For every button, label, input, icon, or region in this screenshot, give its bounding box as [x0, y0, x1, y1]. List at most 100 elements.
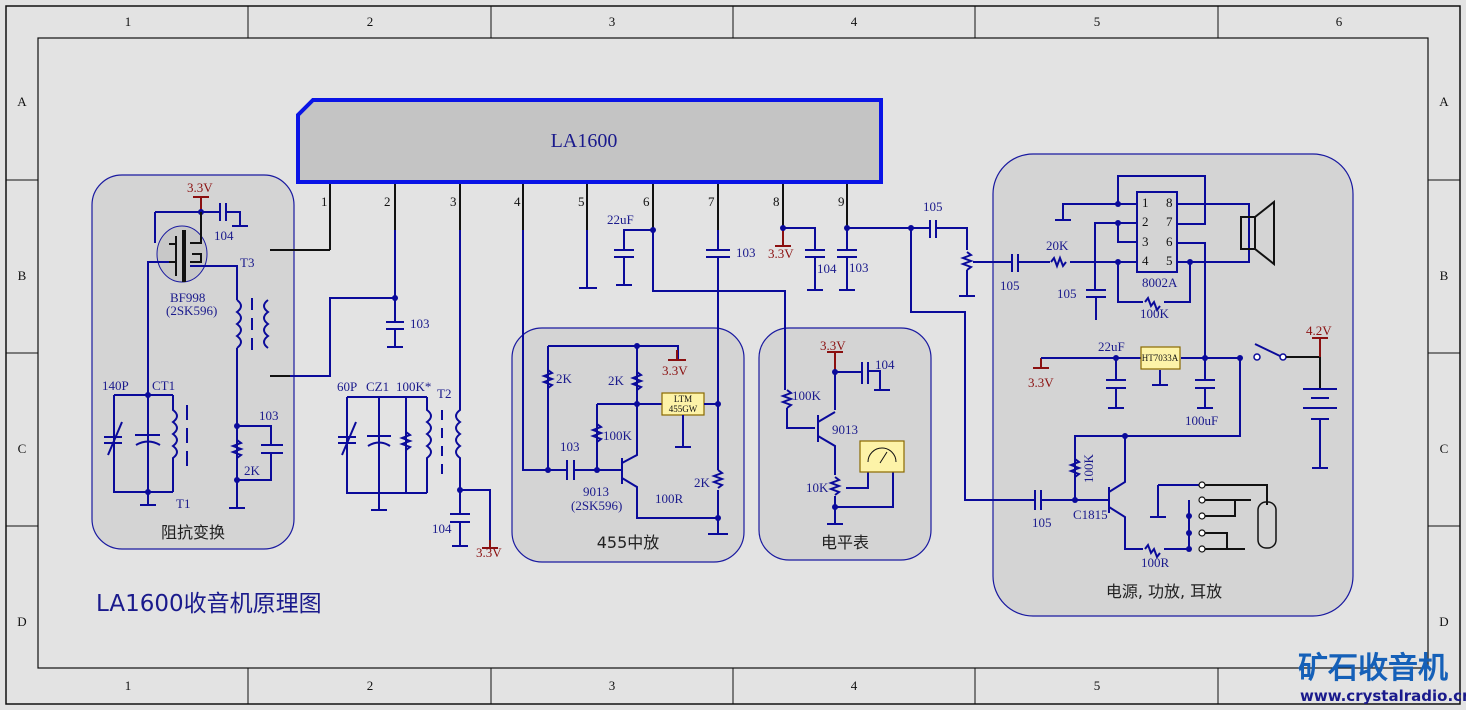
r100r-label: 100R	[655, 491, 684, 506]
panel-level-meter	[758, 327, 932, 561]
col-label: 4	[851, 14, 858, 29]
headphone-jack-icon	[1257, 501, 1277, 549]
svg-text:4: 4	[1142, 253, 1149, 268]
r2k-label: 2K	[244, 463, 261, 478]
fet-alt-label: (2SK596)	[166, 303, 217, 318]
svg-text:8: 8	[1166, 195, 1173, 210]
c105-label: 105	[923, 199, 943, 214]
col-label: 5	[1094, 678, 1101, 693]
hp-r100r-label: 100R	[1141, 555, 1170, 570]
svg-text:1: 1	[1142, 195, 1149, 210]
c-bypass-label: 104	[214, 228, 234, 243]
col-label: 3	[609, 678, 616, 693]
c105-in-label: 105	[1000, 278, 1020, 293]
supply-4v2: 4.2V	[1306, 323, 1332, 338]
svg-text:7: 7	[1166, 214, 1173, 229]
hp-r100k-label: 100K	[1081, 454, 1096, 484]
speaker-icon	[1240, 216, 1256, 250]
svg-text:5: 5	[1166, 253, 1173, 268]
pin-label: 6	[643, 194, 650, 209]
c103-label: 103	[736, 245, 756, 260]
supply-3v3: 3.3V	[1028, 375, 1054, 390]
r100k-label: 100K	[792, 388, 822, 403]
row-label: D	[17, 614, 26, 629]
col-label: 2	[367, 14, 374, 29]
regulator-ht7033a	[1140, 346, 1181, 370]
row-label: C	[18, 441, 27, 456]
col-label: 5	[1094, 14, 1101, 29]
r2k-a-label: 2K	[556, 371, 573, 386]
row-label: D	[1439, 614, 1448, 629]
pin-label: 5	[578, 194, 585, 209]
c104-label: 104	[875, 357, 895, 372]
ic-la1600	[296, 98, 883, 184]
cz1-label: CZ1	[366, 379, 389, 394]
supply-3v3: 3.3V	[476, 545, 502, 560]
power-switch	[1254, 343, 1281, 357]
supply-3v3: 3.3V	[662, 363, 688, 378]
c22uf-label: 22uF	[607, 212, 634, 227]
svg-text:455GW: 455GW	[669, 404, 698, 414]
pin-label: 3	[450, 194, 457, 209]
ic-la1600-label: LA1600	[551, 130, 618, 152]
row-label: B	[18, 268, 27, 283]
panel-impedance	[91, 174, 295, 550]
hp-c105-label: 105	[1032, 515, 1052, 530]
power-amp-circuit: 105 20K 1 2 3 4 8 7 6 5 8002A 105 100K 3…	[1000, 175, 1337, 570]
site-logo[interactable]: 矿石收音机	[1298, 651, 1448, 686]
c104-label: 104	[432, 521, 452, 536]
row-label: B	[1440, 268, 1449, 283]
impedance-circuit: 3.3V 104 BF998 (2SK596) T3 140P CT1 T1 1…	[102, 180, 330, 511]
t1-label: T1	[176, 496, 190, 511]
t3-label: T3	[240, 255, 254, 270]
site-url[interactable]: www.crystalradio.cn	[1300, 687, 1466, 705]
row-label: C	[1440, 441, 1449, 456]
ic-pin-parts: 22uF 103 3.3V 104 103 105	[579, 184, 1035, 501]
c60-label: 60P	[337, 379, 357, 394]
c103-label: 103	[849, 260, 869, 275]
r100k-label: 100K	[1140, 306, 1170, 321]
pin-label: 9	[838, 194, 845, 209]
pin-label: 8	[773, 194, 780, 209]
c103-label: 103	[560, 439, 580, 454]
c100uf-label: 100uF	[1185, 413, 1218, 428]
c103-label: 103	[410, 316, 430, 331]
col-label: 2	[367, 678, 374, 693]
row-label: A	[1439, 94, 1449, 109]
row-label: A	[17, 94, 27, 109]
pin-label: 2	[384, 194, 391, 209]
hp-q-label: C1815	[1073, 507, 1108, 522]
ic-pins: 1 2 3 4 5 6 7 8 9	[321, 184, 848, 250]
col-label: 3	[609, 14, 616, 29]
col-label: 4	[851, 678, 858, 693]
grid-dividers	[6, 6, 1460, 704]
q-label: 9013	[583, 484, 609, 499]
r100k-label: 100K	[603, 428, 633, 443]
col-label: 1	[125, 678, 132, 693]
pin-label: 7	[708, 194, 715, 209]
pin-label: 4	[514, 194, 521, 209]
c105-label: 105	[1057, 286, 1077, 301]
c140-label: 140P	[102, 378, 129, 393]
amp-label: 8002A	[1142, 275, 1178, 290]
r2k-b-label: 2K	[608, 373, 625, 388]
fet-label: BF998	[170, 290, 205, 305]
q-label: 9013	[832, 422, 858, 437]
r20k-label: 20K	[1046, 238, 1069, 253]
panel-if-amp	[511, 327, 745, 563]
c103-label: 103	[259, 408, 279, 423]
section-label-impedance: 阻抗变换	[161, 523, 225, 542]
section-label-if-amp: 455中放	[597, 533, 660, 552]
r2k-c-label: 2K	[694, 475, 711, 490]
schematic-title: LA1600收音机原理图	[96, 591, 322, 617]
svg-text:6: 6	[1166, 234, 1173, 249]
svg-text:HT7033A: HT7033A	[1142, 353, 1179, 363]
supply-3v3: 3.3V	[768, 246, 794, 261]
battery-icon	[1303, 388, 1337, 469]
t2-label: T2	[437, 386, 451, 401]
svg-text:3: 3	[1142, 234, 1149, 249]
c22uf-label: 22uF	[1098, 339, 1125, 354]
svg-text:LTM: LTM	[674, 394, 692, 404]
amp-8002a	[1136, 191, 1178, 273]
